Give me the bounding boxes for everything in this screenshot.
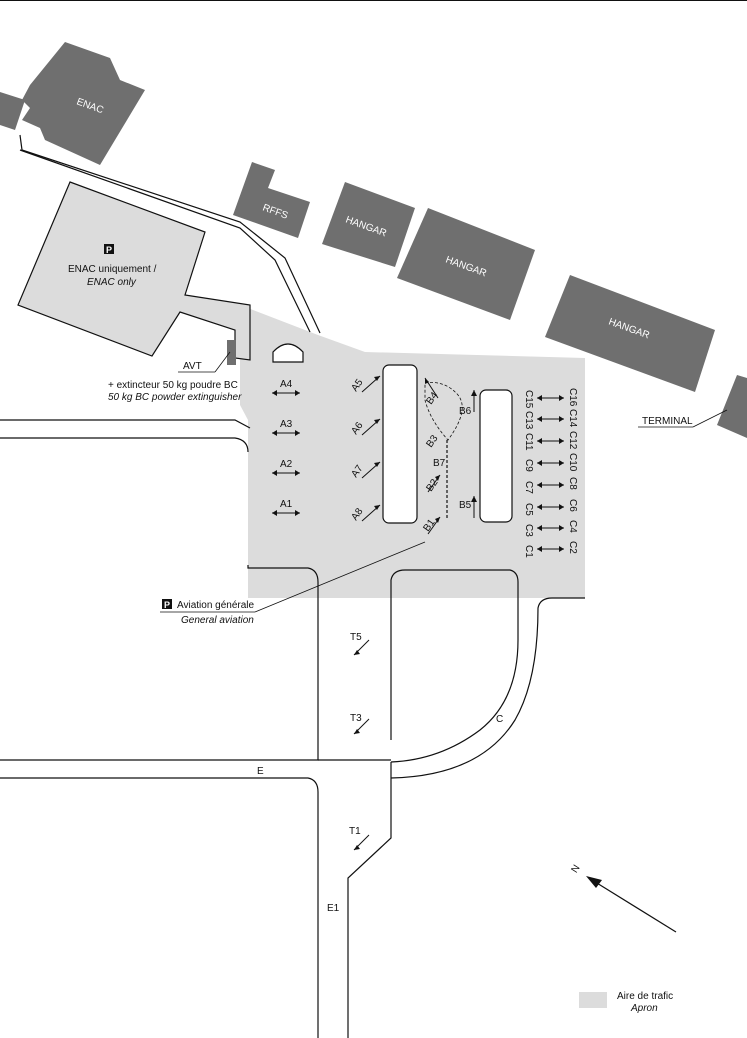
- stand-c11-label: C11: [523, 433, 534, 451]
- stand-a1-label: A1: [280, 499, 293, 510]
- stand-b5: B5: [459, 496, 477, 518]
- stand-c12-label: C12: [567, 431, 578, 450]
- stand-c1-label: C1: [523, 545, 534, 558]
- legend-apron-swatch: [579, 992, 607, 1008]
- stand-c5-c6: C5 C6: [523, 499, 578, 516]
- stand-a3: A3: [272, 419, 300, 436]
- stand-c15-label: C15: [523, 390, 534, 409]
- road-t1: [347, 762, 392, 1038]
- stand-a1: A1: [272, 499, 300, 516]
- terminal-label: TERMINAL: [642, 416, 693, 427]
- hangar-3: HANGAR: [545, 275, 715, 392]
- legend: Aire de trafic Apron: [579, 991, 673, 1014]
- stand-c5-label: C5: [523, 503, 534, 516]
- north-label: N: [569, 863, 582, 875]
- ga-line2: General aviation: [181, 615, 254, 626]
- north-arrow: N: [569, 863, 677, 933]
- road-access: [19, 134, 321, 334]
- hangar-1: HANGAR: [322, 182, 415, 267]
- enac-building: ENAC: [0, 42, 145, 165]
- stands-a: A4 A3 A2 A1: [272, 379, 300, 516]
- terminal-building: [717, 375, 747, 438]
- stand-c4-label: C4: [567, 520, 578, 533]
- legend-line2: Apron: [630, 1003, 658, 1014]
- taxiway-c-label: C: [496, 714, 503, 725]
- legend-line1: Aire de trafic: [617, 991, 673, 1002]
- apron-shelter: [272, 343, 304, 363]
- taxiway-e-label: E: [257, 766, 264, 777]
- road-west-upper: [0, 419, 251, 429]
- stands-c: C15 C16 C13 C14 C11 C12 C9 C10 C7 C8: [523, 388, 578, 558]
- stand-a2-label: A2: [280, 459, 293, 470]
- stand-c8-label: C8: [567, 477, 578, 490]
- avt-line2: 50 kg BC powder extinguisher: [108, 392, 242, 403]
- stand-b6: B6: [459, 390, 477, 417]
- stand-c11-c12: C11 C12: [523, 431, 578, 451]
- road-access-2: [19, 149, 311, 333]
- parking-icon-letter: P: [106, 245, 112, 255]
- avt-label-group: AVT + extincteur 50 kg poudre BC 50 kg B…: [108, 351, 242, 403]
- stand-c7-c8: C7 C8: [523, 477, 578, 494]
- stand-b7-label: B7: [433, 458, 446, 469]
- stand-island-b: [382, 364, 418, 524]
- taxiway-t5-label: T5: [350, 632, 362, 643]
- stand-c3-label: C3: [523, 524, 534, 537]
- stand-c9-c10: C9 C10: [523, 453, 578, 472]
- taxiway-t3: T3: [350, 713, 370, 735]
- stand-a2: A2: [272, 459, 300, 476]
- parking-line1: ENAC uniquement /: [68, 264, 157, 275]
- stand-b5-label: B5: [459, 500, 472, 511]
- ga-parking-icon-letter: P: [164, 600, 170, 610]
- stand-b7: B7: [433, 458, 446, 469]
- rffs-building: RFFS: [233, 162, 310, 238]
- stand-b6-label: B6: [459, 406, 472, 417]
- enac-parking-label: P ENAC uniquement / ENAC only: [68, 244, 157, 288]
- stand-a4-label: A4: [280, 379, 293, 390]
- road-e-lower: [0, 777, 319, 1038]
- parking-line2: ENAC only: [87, 277, 137, 288]
- avt-line1: + extincteur 50 kg poudre BC: [108, 380, 238, 391]
- stand-c13-c14: C13 C14: [523, 409, 578, 430]
- stand-island-c: [479, 389, 513, 523]
- parking-icon: [104, 244, 114, 254]
- b-dashed-loop: [424, 382, 463, 441]
- stand-c1-c2: C1 C2: [523, 541, 578, 558]
- stand-c6-label: C6: [567, 499, 578, 512]
- avt-label: AVT: [183, 361, 202, 372]
- hangar-2: HANGAR: [397, 208, 535, 320]
- taxiway-t1: T1: [349, 826, 370, 851]
- road-t-upper: [390, 569, 519, 763]
- taxiway-t3-label: T3: [350, 713, 362, 724]
- stand-a3-label: A3: [280, 419, 293, 430]
- stand-c9-label: C9: [523, 459, 534, 472]
- stand-a4: A4: [272, 379, 300, 396]
- stand-c16-label: C16: [567, 388, 578, 407]
- taxiway-e1-label: E1: [327, 903, 340, 914]
- avt-building: [227, 340, 236, 365]
- ga-line1: Aviation générale: [177, 600, 255, 611]
- general-aviation-label-group: P Aviation générale General aviation: [160, 541, 426, 626]
- stand-c2-label: C2: [567, 541, 578, 554]
- taxiway-c-outer: [390, 597, 585, 779]
- terminal-label-group: TERMINAL: [638, 409, 728, 428]
- stand-c14-label: C14: [567, 409, 578, 428]
- road-west-lower: [0, 437, 249, 453]
- stand-c13-label: C13: [523, 411, 534, 430]
- ga-parking-icon: [162, 599, 172, 609]
- stand-c10-label: C10: [567, 453, 578, 472]
- stand-c15-c16: C15 C16: [523, 388, 578, 409]
- stand-c7-label: C7: [523, 481, 534, 494]
- road-general-aviation-west: [0, 565, 319, 761]
- taxiway-t5: T5: [350, 632, 370, 656]
- stand-c3-c4: C3 C4: [523, 520, 578, 537]
- taxiway-t1-label: T1: [349, 826, 361, 837]
